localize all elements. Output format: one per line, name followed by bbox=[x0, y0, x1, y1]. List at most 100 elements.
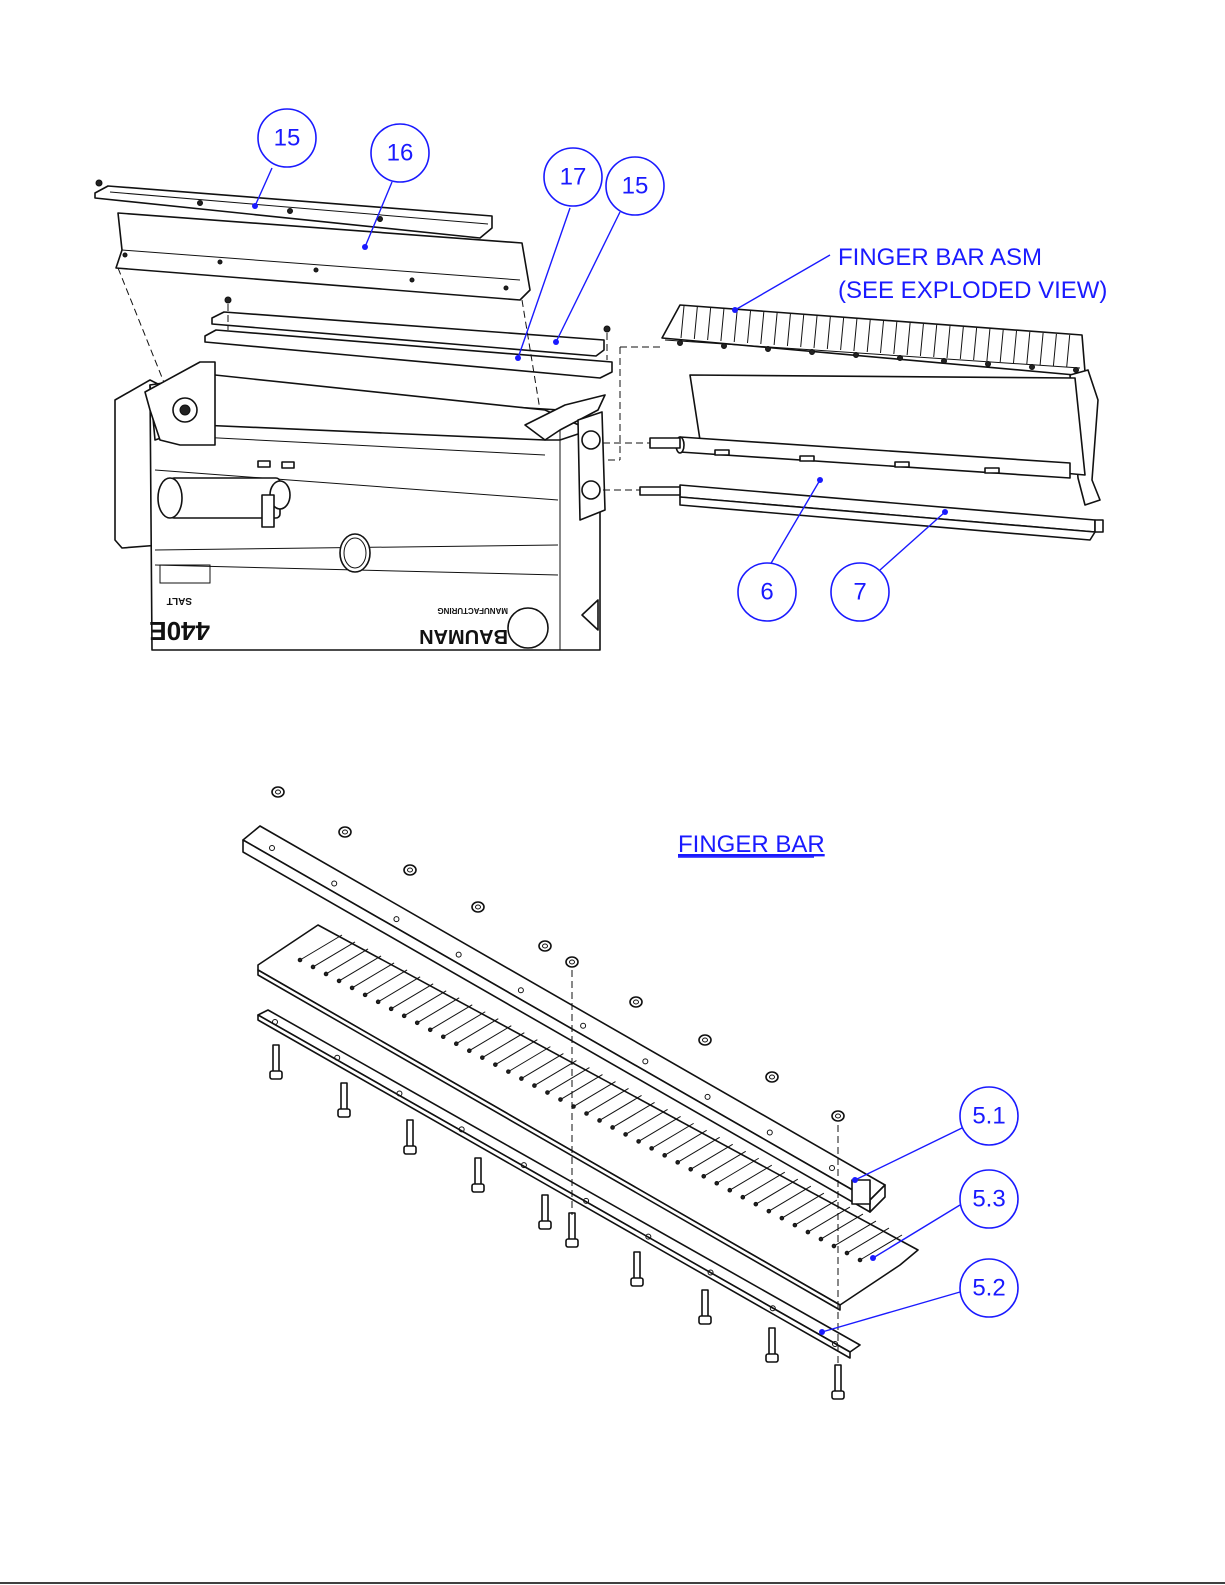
finger-bar-asm-note-line1: FINGER BAR ASM bbox=[838, 244, 1042, 271]
callout-16-label: 16 bbox=[387, 140, 414, 167]
finger-hole bbox=[402, 1014, 406, 1018]
machine-body: 440E SALT BAUMAN MANUFACTURING bbox=[115, 362, 605, 650]
callout-16: 16 bbox=[371, 124, 429, 182]
finger-bar-title: FINGER BAR bbox=[678, 831, 825, 858]
finger-hole bbox=[741, 1195, 745, 1199]
finger-hole bbox=[324, 972, 328, 976]
finger-hole bbox=[650, 1147, 654, 1151]
callout-17: 17 bbox=[544, 148, 602, 206]
bolt-head bbox=[270, 1071, 282, 1079]
callout-15-upper-right-label: 15 bbox=[622, 173, 649, 200]
finger-bar-assembly-exploded bbox=[603, 305, 1103, 540]
finger-hole bbox=[428, 1028, 432, 1032]
finger-hole bbox=[728, 1188, 732, 1192]
finger-hole bbox=[689, 1168, 693, 1172]
finger-hole bbox=[793, 1223, 797, 1227]
bolt-head bbox=[338, 1109, 350, 1117]
hex-nut bbox=[699, 1035, 711, 1045]
callout-15-upper-left-label: 15 bbox=[274, 125, 301, 152]
finger-hole bbox=[624, 1133, 628, 1137]
hex-nut bbox=[404, 865, 416, 875]
finger-hole bbox=[389, 1007, 393, 1011]
finger-bar-asm-note-line2: (SEE EXPLODED VIEW) bbox=[838, 277, 1107, 304]
finger-hole bbox=[715, 1181, 719, 1185]
comb-bolt bbox=[810, 350, 815, 355]
machine-assembly-view: 440E SALT BAUMAN MANUFACTURING bbox=[95, 109, 1107, 650]
hex-nut bbox=[472, 902, 484, 912]
finger-hole bbox=[559, 1098, 563, 1102]
finger-hole bbox=[767, 1209, 771, 1213]
comb-bolt bbox=[942, 359, 947, 364]
finger-bar-exploded-view: 5.1 5.3 5.2 FINGER BAR bbox=[243, 787, 1018, 1399]
finger-hole bbox=[363, 993, 367, 997]
callout-7-label: 7 bbox=[853, 579, 866, 606]
finger-comb bbox=[662, 305, 1085, 375]
bolt-head bbox=[404, 1146, 416, 1154]
finger-hole bbox=[350, 986, 354, 990]
bolt-head bbox=[566, 1239, 578, 1247]
finger-hole bbox=[676, 1161, 680, 1165]
comb-bolt bbox=[722, 344, 727, 349]
finger-hole bbox=[598, 1119, 602, 1123]
finger-hole bbox=[507, 1070, 511, 1074]
bolt-head bbox=[539, 1221, 551, 1229]
finger-hole bbox=[415, 1021, 419, 1025]
callout-5-1: 5.1 bbox=[960, 1087, 1018, 1145]
finger-hole bbox=[702, 1174, 706, 1178]
finger-hole bbox=[298, 958, 302, 962]
comb-bolt bbox=[854, 353, 859, 358]
finger-hole bbox=[494, 1063, 498, 1067]
callout-6-label: 6 bbox=[760, 579, 773, 606]
callout-7: 7 bbox=[831, 563, 889, 621]
callout-5-2: 5.2 bbox=[960, 1259, 1018, 1317]
finger-hole bbox=[337, 979, 341, 983]
comb-bolt bbox=[1074, 368, 1079, 373]
hex-nut bbox=[339, 827, 351, 837]
callout-15-upper-right: 15 bbox=[606, 157, 664, 215]
comb-bolt bbox=[766, 347, 771, 352]
callout-17-label: 17 bbox=[560, 164, 587, 191]
comb-bolt bbox=[1030, 365, 1035, 370]
finger-hole bbox=[858, 1258, 862, 1262]
comb-bolt bbox=[898, 356, 903, 361]
finger-hole bbox=[637, 1140, 641, 1144]
machine-model-sub-marking: SALT bbox=[167, 595, 192, 606]
callout-15-upper-left: 15 bbox=[258, 109, 316, 167]
finger-hole bbox=[441, 1035, 445, 1039]
finger-hole bbox=[780, 1216, 784, 1220]
bolt-head bbox=[472, 1184, 484, 1192]
machine-model-marking: 440E bbox=[149, 616, 210, 646]
finger-hole bbox=[585, 1112, 589, 1116]
callout-5-3-label: 5.3 bbox=[972, 1186, 1005, 1213]
bolt-head bbox=[766, 1354, 778, 1362]
finger-hole bbox=[806, 1230, 810, 1234]
comb-bolt bbox=[986, 362, 991, 367]
finger-hole bbox=[845, 1251, 849, 1255]
hex-nut bbox=[766, 1072, 778, 1082]
callout-6: 6 bbox=[738, 563, 796, 621]
hex-nut bbox=[566, 957, 578, 967]
tray-part-7 bbox=[640, 485, 1103, 540]
finger-hole bbox=[819, 1237, 823, 1241]
finger-hole bbox=[520, 1077, 524, 1081]
strip-part-17-and-15 bbox=[205, 297, 612, 378]
bolt-head bbox=[699, 1316, 711, 1324]
callout-5-3: 5.3 bbox=[960, 1170, 1018, 1228]
finger-hole bbox=[376, 1000, 380, 1004]
finger-hole bbox=[468, 1049, 472, 1053]
comb-bolt bbox=[678, 341, 683, 346]
callout-5-1-label: 5.1 bbox=[972, 1103, 1005, 1130]
hex-nut bbox=[539, 941, 551, 951]
finger-hole bbox=[754, 1202, 758, 1206]
finger-hole bbox=[663, 1154, 667, 1158]
hex-nut bbox=[630, 997, 642, 1007]
machine-brand-sub-marking: MANUFACTURING bbox=[437, 606, 508, 615]
bolt-head bbox=[631, 1278, 643, 1286]
finger-hole bbox=[454, 1042, 458, 1046]
finger-hole bbox=[481, 1056, 485, 1060]
finger-hole bbox=[533, 1084, 537, 1088]
bolt-head bbox=[832, 1391, 844, 1399]
callout-5-2-label: 5.2 bbox=[972, 1275, 1005, 1302]
hex-nut bbox=[832, 1111, 844, 1121]
